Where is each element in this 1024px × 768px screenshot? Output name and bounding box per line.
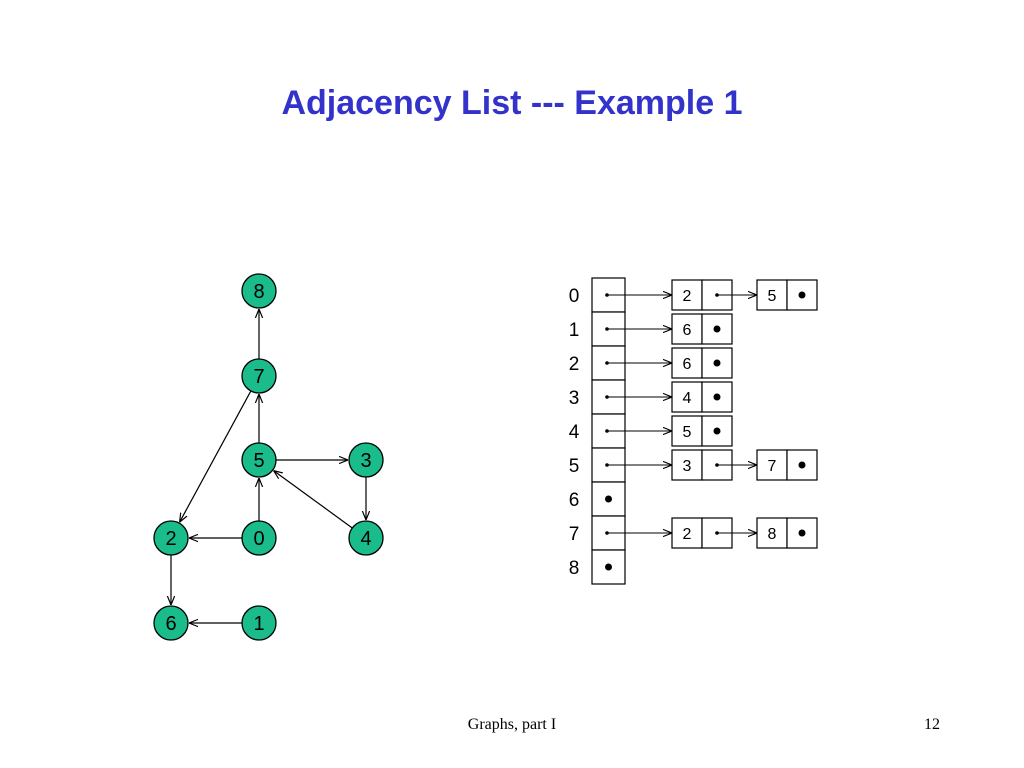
graph-node-5: 5 — [241, 442, 277, 478]
graph-node-circle — [241, 273, 277, 309]
graph-node-circle — [241, 520, 277, 556]
null-pointer-dot — [798, 291, 806, 299]
list-node-value-cell — [756, 517, 788, 549]
list-node-value: 4 — [683, 390, 692, 407]
graph-node-label: 1 — [253, 613, 264, 635]
list-node: 7 — [756, 449, 818, 481]
footer-title: Graphs, part I — [467, 716, 557, 733]
null-pointer-dot — [798, 461, 806, 469]
vertex-index-label: 7 — [569, 524, 580, 545]
graph-node-1: 1 — [241, 605, 277, 641]
list-node: 6 — [671, 313, 733, 345]
graph-node-label: 2 — [165, 528, 176, 550]
graph-node-circle — [348, 442, 384, 478]
list-node-value: 2 — [683, 526, 692, 543]
list-node-value: 7 — [768, 458, 777, 475]
graph-node-4: 4 — [348, 520, 384, 556]
adjacency-row-7: 7 2 8 — [569, 515, 818, 551]
graph-node-circle — [241, 605, 277, 641]
list-node-value-cell — [671, 415, 703, 447]
graph-node-label: 0 — [253, 528, 264, 550]
list-node-value-cell — [671, 517, 703, 549]
null-pointer-dot — [798, 529, 806, 537]
list-node-value: 2 — [683, 288, 692, 305]
list-node-next-cell — [701, 381, 733, 413]
null-pointer-dot — [713, 325, 721, 333]
graph-node-label: 3 — [360, 450, 371, 472]
list-node-value: 8 — [768, 526, 777, 543]
list-node-value-cell — [671, 347, 703, 379]
list-node-value: 6 — [683, 322, 692, 339]
list-node-value: 5 — [683, 424, 692, 441]
list-node: 5 — [671, 415, 733, 447]
list-node: 4 — [671, 381, 733, 413]
graph-edges — [171, 309, 366, 623]
graph-node-7: 7 — [241, 358, 277, 394]
slide-title: Adjacency List --- Example 1 — [281, 84, 743, 122]
graph-node-8: 8 — [241, 273, 277, 309]
graph-node-circle — [348, 520, 384, 556]
null-pointer-dot — [713, 393, 721, 401]
list-node: 2 — [671, 279, 757, 311]
graph-node-label: 6 — [165, 613, 176, 635]
null-pointer-dot — [713, 427, 721, 435]
list-node-value: 3 — [683, 458, 692, 475]
list-node: 3 — [671, 449, 757, 481]
vertex-index-label: 2 — [569, 354, 580, 375]
graph-node-6: 6 — [153, 605, 189, 641]
vertex-index-label: 1 — [569, 320, 580, 341]
list-node: 8 — [756, 517, 818, 549]
null-pointer-dot — [713, 359, 721, 367]
list-node: 5 — [756, 279, 818, 311]
adjacency-row-0: 0 2 5 — [569, 277, 818, 313]
list-node: 6 — [671, 347, 733, 379]
graph-node-label: 4 — [360, 528, 371, 550]
graph-node-3: 3 — [348, 442, 384, 478]
vertex-index-label: 5 — [569, 456, 580, 477]
list-node-value: 5 — [768, 288, 777, 305]
vertex-index-label: 8 — [569, 558, 580, 579]
list-node: 2 — [671, 517, 757, 549]
graph-node-0: 0 — [241, 520, 277, 556]
vertex-index-label: 4 — [569, 422, 580, 443]
graph-node-circle — [241, 442, 277, 478]
graph-edge-7-2 — [180, 390, 252, 522]
graph-nodes: 0 1 2 3 4 5 6 7 8 — [153, 273, 384, 641]
list-node-value: 6 — [683, 356, 692, 373]
list-node-value-cell — [671, 313, 703, 345]
graph-node-2: 2 — [153, 520, 189, 556]
graph-node-circle — [153, 605, 189, 641]
list-node-next-cell — [786, 517, 818, 549]
list-node-value-cell — [756, 279, 788, 311]
graph-node-label: 8 — [253, 281, 264, 303]
adjacency-row-5: 5 3 7 — [569, 447, 818, 483]
vertex-index-label: 6 — [569, 490, 580, 511]
vertex-index-label: 0 — [569, 286, 580, 307]
graph-node-circle — [241, 358, 277, 394]
graph-node-circle — [153, 520, 189, 556]
graph-edge-4-5 — [274, 471, 353, 529]
list-node-value-cell — [671, 449, 703, 481]
adjacency-row-6: 6 — [569, 481, 626, 517]
graph-node-label: 5 — [253, 450, 264, 472]
null-pointer-dot — [605, 495, 612, 503]
null-pointer-dot — [605, 563, 612, 571]
adjacency-row-8: 8 — [569, 549, 626, 585]
vertex-index-label: 3 — [569, 388, 580, 409]
graph-node-label: 7 — [253, 366, 264, 388]
page-number: 12 — [924, 716, 940, 733]
